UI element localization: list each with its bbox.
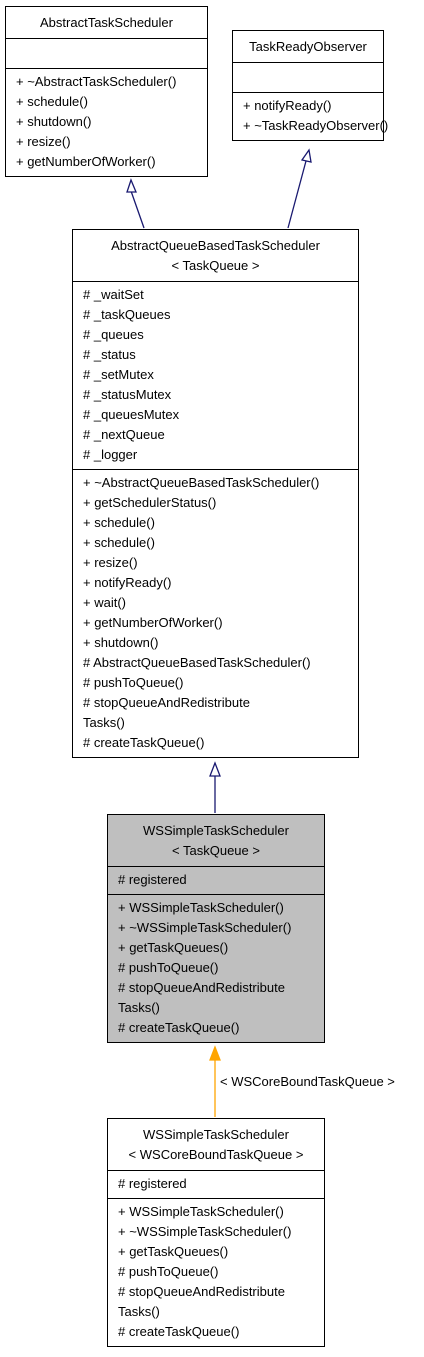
method-line: + ~TaskReadyObserver() (243, 118, 389, 133)
method-line: + wait() (83, 595, 126, 610)
class-methods: + ~AbstractQueueBasedTaskScheduler() + ge… (73, 469, 358, 757)
class-name-line: TaskReadyObserver (249, 39, 367, 54)
class-name-line: < WSCoreBoundTaskQueue > (128, 1147, 304, 1162)
class-methods: + notifyReady() + ~TaskReadyObserver() (233, 92, 389, 140)
attribute-line: # _queuesMutex (83, 407, 180, 422)
method-line: + shutdown() (83, 635, 159, 650)
method-line: # stopQueueAndRedistribute (118, 1284, 285, 1299)
method-line: + getNumberOfWorker() (16, 154, 156, 169)
method-line: + schedule() (16, 94, 88, 109)
method-line: # createTaskQueue() (118, 1324, 240, 1339)
method-line: + ~AbstractQueueBasedTaskScheduler() (83, 475, 320, 490)
class-attributes: # _waitSet # _taskQueues # _queues # _statu… (73, 281, 358, 469)
method-line: + getTaskQueues() (118, 1244, 229, 1259)
class-name-line: WSSimpleTaskScheduler (143, 1127, 289, 1142)
method-line: # stopQueueAndRedistribute (118, 980, 285, 995)
method-line: + ~WSSimpleTaskScheduler() (118, 920, 292, 935)
class-task-ready-observer[interactable]: TaskReadyObserver + notifyReady() + ~TaskR… (232, 30, 389, 141)
class-ws-simple-task-scheduler-core-bound[interactable]: WSSimpleTaskScheduler < WSCoreBoundTaskQu… (107, 1118, 325, 1347)
class-name-line: < TaskQueue > (171, 258, 260, 273)
method-line: # createTaskQueue() (118, 1020, 240, 1035)
class-name-line: AbstractTaskScheduler (40, 15, 173, 30)
method-line: # pushToQueue() (83, 675, 184, 690)
class-name-line: < TaskQueue > (172, 843, 260, 858)
method-line: + getTaskQueues() (118, 940, 229, 955)
method-line: + getSchedulerStatus() (83, 495, 217, 510)
method-line: # stopQueueAndRedistribute (83, 695, 250, 710)
class-attributes: # registered (108, 866, 324, 894)
inheritance-arrowhead (300, 148, 312, 163)
method-line: # pushToQueue() (118, 960, 219, 975)
class-title: TaskReadyObserver (233, 31, 383, 62)
method-line: + WSSimpleTaskScheduler() (118, 1204, 284, 1219)
inheritance-arrowhead (126, 178, 137, 193)
method-line: + WSSimpleTaskScheduler() (118, 900, 284, 915)
template-instance-arrowhead (209, 1045, 221, 1061)
method-line: # pushToQueue() (118, 1264, 219, 1279)
inheritance-edge (130, 190, 145, 229)
method-line: Tasks() (118, 1000, 160, 1015)
method-line: + shutdown() (16, 114, 92, 129)
method-line: + ~AbstractTaskScheduler() (16, 74, 177, 89)
inheritance-arrowhead (209, 761, 221, 777)
attribute-line: # registered (118, 872, 187, 887)
class-title: AbstractQueueBasedTaskScheduler < TaskQue… (73, 230, 358, 281)
class-name-line: AbstractQueueBasedTaskScheduler (111, 238, 320, 253)
class-name-line: WSSimpleTaskScheduler (143, 823, 289, 838)
attribute-line: # _nextQueue (83, 427, 165, 442)
inheritance-edge (287, 160, 307, 229)
method-line: + schedule() (83, 535, 155, 550)
method-line: + resize() (83, 555, 138, 570)
attribute-line: # _setMutex (83, 367, 154, 382)
method-line: + schedule() (83, 515, 155, 530)
class-title: WSSimpleTaskScheduler < WSCoreBoundTaskQu… (108, 1119, 324, 1170)
method-line: + ~WSSimpleTaskScheduler() (118, 1224, 292, 1239)
class-methods: + WSSimpleTaskScheduler() + ~WSSimpleTask… (108, 1198, 324, 1346)
method-line: + getNumberOfWorker() (83, 615, 223, 630)
class-abstract-queue-based-task-scheduler[interactable]: AbstractQueueBasedTaskScheduler < TaskQue… (72, 229, 359, 758)
class-abstract-task-scheduler[interactable]: AbstractTaskScheduler + ~AbstractTaskSche… (5, 6, 208, 177)
method-line: # createTaskQueue() (83, 735, 205, 750)
method-line: Tasks() (83, 715, 125, 730)
class-attributes: # registered (108, 1170, 324, 1198)
attribute-line: # _logger (83, 447, 138, 462)
method-line: + notifyReady() (243, 98, 332, 113)
class-attributes (6, 38, 207, 68)
template-argument-label: < WSCoreBoundTaskQueue > (220, 1074, 395, 1089)
attribute-line: # _status (83, 347, 136, 362)
class-attributes (233, 62, 383, 92)
class-ws-simple-task-scheduler-taskqueue[interactable]: WSSimpleTaskScheduler < TaskQueue > # regi… (107, 814, 325, 1043)
method-line: + resize() (16, 134, 71, 149)
attribute-line: # _waitSet (83, 287, 144, 302)
attribute-line: # _statusMutex (83, 387, 172, 402)
class-methods: + WSSimpleTaskScheduler() + ~WSSimpleTask… (108, 894, 324, 1042)
class-title: WSSimpleTaskScheduler < TaskQueue > (108, 815, 324, 866)
method-line: Tasks() (118, 1304, 160, 1319)
method-line: + notifyReady() (83, 575, 172, 590)
attribute-line: # registered (118, 1176, 187, 1191)
class-title: AbstractTaskScheduler (6, 7, 207, 38)
method-line: # AbstractQueueBasedTaskScheduler() (83, 655, 311, 670)
attribute-line: # _taskQueues (83, 307, 171, 322)
attribute-line: # _queues (83, 327, 144, 342)
class-methods: + ~AbstractTaskScheduler() + schedule() + … (6, 68, 207, 176)
